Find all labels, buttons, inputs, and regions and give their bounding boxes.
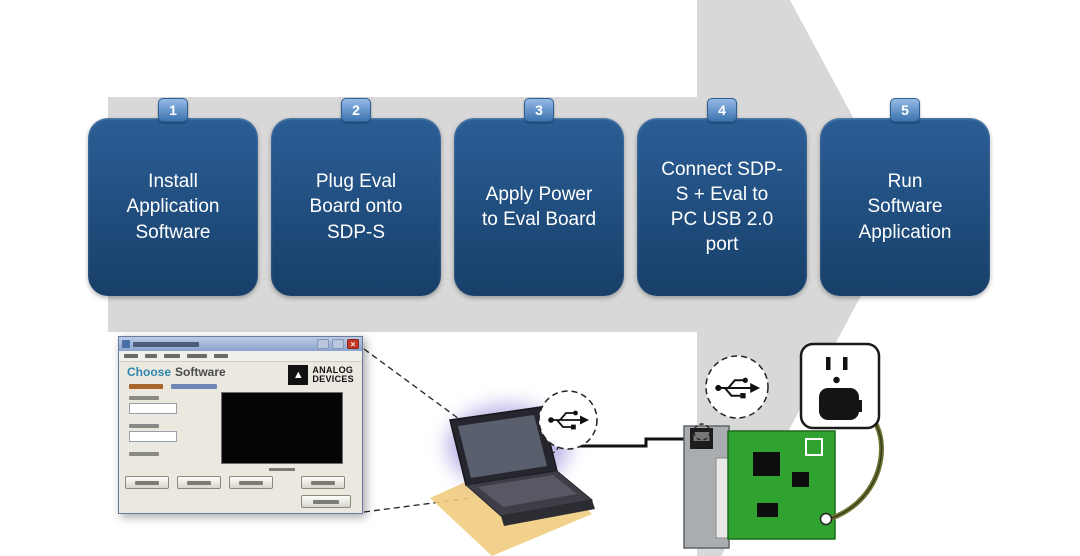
usb-callout-small-circle-sdp	[693, 423, 711, 441]
dialog-button-3-label	[239, 481, 263, 485]
adi-logo-text: ANALOG DEVICES	[312, 366, 354, 384]
field-3-label	[129, 452, 159, 456]
dialog-button-4[interactable]	[301, 476, 345, 489]
step-4-connect-usb: 4 Connect SDP-S + Eval to PC USB 2.0 por…	[637, 98, 807, 296]
window-title-text	[133, 341, 199, 347]
adi-logo-line2: DEVICES	[312, 374, 354, 384]
callout-line-bottom	[363, 497, 472, 513]
menu-item-1[interactable]	[124, 354, 138, 358]
step-2-plug-eval-board: 2 Plug Eval Board onto SDP-S	[271, 98, 441, 296]
field-group-3	[129, 452, 159, 459]
eval-board	[727, 430, 836, 540]
laptop-front-edge	[501, 500, 595, 526]
step-1-number-badge: 1	[158, 98, 188, 122]
step-4-number-badge: 4	[707, 98, 737, 122]
sdp-s-board	[683, 425, 732, 549]
maximize-button[interactable]	[332, 339, 344, 349]
field-1-input[interactable]	[129, 403, 177, 414]
power-plug-neck	[852, 400, 862, 412]
field-2-label	[129, 424, 159, 428]
adi-triangle-glyph: ▲	[292, 369, 304, 381]
window-titlebar: ×	[119, 337, 362, 351]
window-tab-2[interactable]	[171, 384, 217, 389]
step-3-apply-power: 3 Apply Power to Eval Board	[454, 98, 624, 296]
menu-item-2[interactable]	[145, 354, 157, 358]
eval-board-outline-component	[805, 438, 823, 456]
dialog-button-2[interactable]	[177, 476, 221, 489]
step-3-label: Apply Power to Eval Board	[481, 183, 597, 230]
dialog-button-1[interactable]	[125, 476, 169, 489]
window-tab-1[interactable]	[129, 384, 163, 389]
eval-board-body	[727, 430, 836, 540]
usb-callout-laptop	[538, 390, 598, 454]
field-group-2	[129, 424, 177, 442]
laptop-keyboard	[478, 475, 577, 507]
step-5-label: Run Software Application	[858, 171, 952, 243]
menu-item-3[interactable]	[164, 354, 180, 358]
heading-word-software: Software	[175, 365, 226, 379]
board-power-connector	[819, 512, 833, 526]
process-steps: 1 Install Application Software 2 Plug Ev…	[88, 98, 990, 296]
plot-area	[221, 392, 343, 464]
wall-outlet	[799, 342, 881, 430]
dialog-close-button-label	[313, 500, 339, 504]
power-plug	[819, 388, 859, 420]
laptop-screen-inner	[458, 415, 547, 478]
callout-lines-window-to-laptop	[363, 348, 490, 513]
field-2-input[interactable]	[129, 431, 177, 442]
adi-logo-line1: ANALOG	[312, 365, 354, 375]
field-1-label	[129, 396, 159, 400]
field-group-1	[129, 396, 177, 414]
step-5-number-badge: 5	[890, 98, 920, 122]
heading-word-choose: Choose	[127, 365, 172, 379]
outlet-ground-hole	[833, 376, 840, 384]
step-2-number-badge: 2	[341, 98, 371, 122]
menu-item-5[interactable]	[214, 354, 228, 358]
eval-board-chip-1	[753, 452, 780, 476]
callout-line-top	[363, 348, 490, 442]
adi-triangle-icon: ▲	[288, 365, 309, 385]
laptop	[430, 404, 595, 556]
usb-cable	[558, 437, 688, 448]
outlet-slot-left	[826, 357, 831, 370]
analog-devices-logo: ▲ ANALOG DEVICES	[288, 365, 354, 385]
eval-board-chip-2	[792, 472, 809, 487]
step-1-label: Install Application Software	[126, 171, 220, 243]
dialog-button-2-label	[187, 481, 211, 485]
minimize-button[interactable]	[317, 339, 329, 349]
step-5-run-software: 5 Run Software Application	[820, 98, 990, 296]
window-icon	[122, 340, 130, 348]
usb-callout-circle-sdp	[705, 355, 769, 419]
close-icon[interactable]: ×	[347, 339, 359, 349]
dialog-button-1-label	[135, 481, 159, 485]
menu-item-4[interactable]	[187, 354, 207, 358]
plot-axis-label	[269, 468, 295, 471]
usb-callout-sdp	[693, 355, 769, 441]
step-4-label: Connect SDP-S + Eval to PC USB 2.0 port	[661, 158, 783, 256]
window-menubar	[119, 351, 362, 362]
step-3-number-badge: 3	[524, 98, 554, 122]
step-2-label: Plug Eval Board onto SDP-S	[309, 171, 403, 243]
dialog-button-4-label	[311, 481, 335, 485]
outlet-slot-right	[843, 357, 848, 370]
dialog-close-button[interactable]	[301, 495, 351, 508]
dialog-button-3[interactable]	[229, 476, 273, 489]
sdp-usb-connector-inner	[693, 432, 710, 441]
step-1-install-software: 1 Install Application Software	[88, 98, 258, 296]
eval-board-chip-3	[757, 503, 778, 517]
